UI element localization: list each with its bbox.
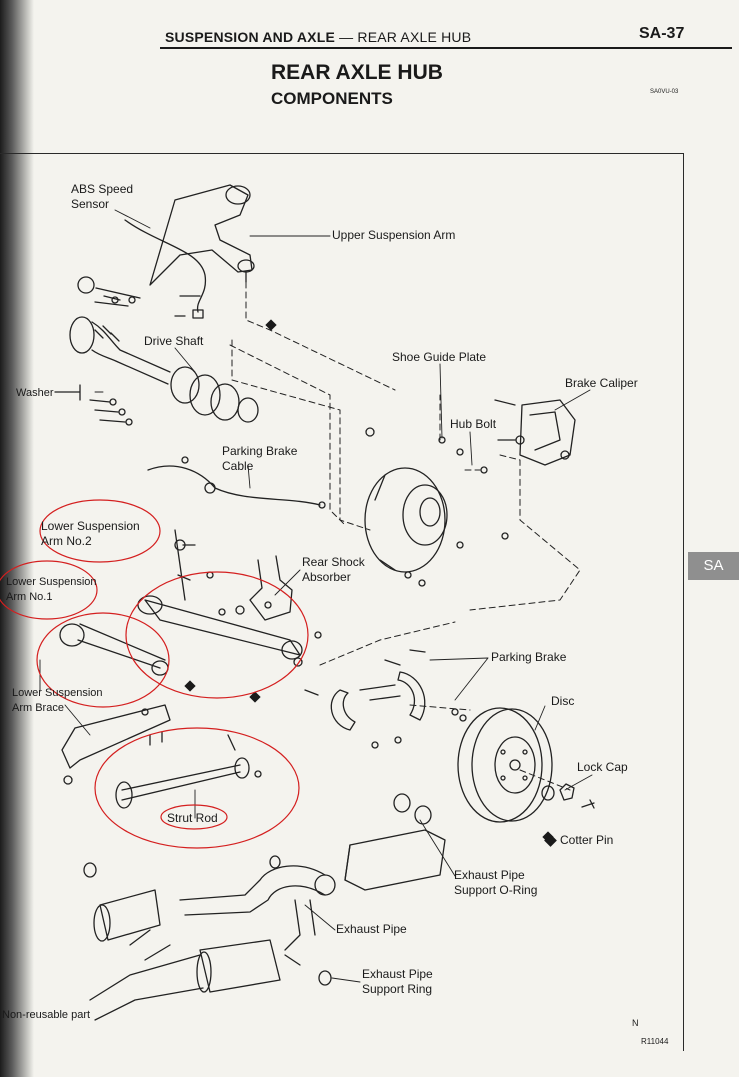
exhaust-system-drawing xyxy=(83,829,446,1021)
hub-assembly-drawing xyxy=(364,427,509,587)
header-separator: — xyxy=(339,29,354,45)
page-number: SA-37 xyxy=(639,25,685,42)
drive-shaft-drawing xyxy=(69,316,259,423)
label-hub-bolt: Hub Bolt xyxy=(450,417,497,431)
label-disc: Disc xyxy=(551,694,575,708)
header-rule xyxy=(160,47,732,49)
brake-disc-drawing xyxy=(457,707,553,823)
label-lower-suspension-arm-no1: Lower Suspension Arm No.1 xyxy=(6,576,97,603)
book-binding-shadow xyxy=(0,0,34,1077)
page-subtitle: COMPONENTS xyxy=(271,89,393,108)
label-lower-suspension-arm-brace: Lower Suspension Arm Brace xyxy=(12,687,103,714)
page-title: REAR AXLE HUB xyxy=(271,61,443,84)
strut-rod-drawing xyxy=(115,731,262,809)
leader-lines xyxy=(39,209,593,983)
assembly-guide-lines xyxy=(229,281,581,791)
red-annotation-ellipses xyxy=(0,499,309,849)
abs-sensor-wire xyxy=(124,219,207,313)
label-lower-suspension-arm-no2: Lower Suspension Arm No.2 xyxy=(41,519,140,548)
label-shoe-guide-plate: Shoe Guide Plate xyxy=(392,350,487,364)
label-lock-cap: Lock Cap xyxy=(577,760,628,774)
label-parking-brake: Parking Brake xyxy=(491,650,567,664)
section-tab[interactable]: SA xyxy=(688,552,739,580)
north-mark: N xyxy=(632,1018,639,1028)
label-exhaust-pipe: Exhaust Pipe xyxy=(336,922,407,936)
non-reusable-markers xyxy=(184,319,554,843)
label-rear-shock-absorber: Rear Shock Absorber xyxy=(302,555,365,584)
shock-bracket-drawing xyxy=(249,555,322,667)
label-abs-speed-sensor: ABS Speed Sensor xyxy=(71,182,134,211)
lower-suspension-arms-drawing xyxy=(59,529,303,676)
figure-code: SA0VU-03 xyxy=(650,89,679,95)
non-reusable-note: Non-reusable part xyxy=(2,1009,90,1021)
parking-brake-shoes-drawing xyxy=(304,649,467,749)
label-drive-shaft: Drive Shaft xyxy=(144,334,204,348)
label-brake-caliper: Brake Caliper xyxy=(565,376,638,390)
non-reusable-text: Non-reusable part xyxy=(2,1009,91,1021)
label-exhaust-pipe-support-o-ring: Exhaust Pipe Support O-Ring xyxy=(454,868,538,897)
label-upper-suspension-arm: Upper Suspension Arm xyxy=(332,228,456,242)
label-strut-rod: Strut Rod xyxy=(167,811,218,825)
label-washer: Washer xyxy=(16,387,54,399)
header-subsection: REAR AXLE HUB xyxy=(357,29,472,45)
brake-caliper-drawing xyxy=(494,399,576,466)
header-section: SUSPENSION AND AXLE xyxy=(165,29,336,45)
diagram-frame xyxy=(0,153,684,1051)
lower-arm-brace-drawing xyxy=(61,704,171,785)
upper-suspension-arm-drawing xyxy=(149,184,255,286)
label-parking-brake-cable: Parking Brake Cable xyxy=(222,444,298,473)
label-exhaust-pipe-support-ring: Exhaust Pipe Support Ring xyxy=(362,967,433,996)
label-cotter-pin: Cotter Pin xyxy=(560,833,614,847)
figure-id: R11044 xyxy=(641,1037,669,1046)
running-header: SUSPENSION AND AXLE — REAR AXLE HUB xyxy=(165,29,471,45)
